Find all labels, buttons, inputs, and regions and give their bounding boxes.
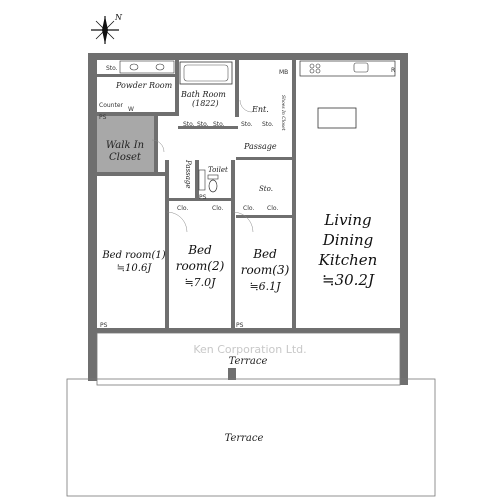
label-ldk-3: Kitchen	[318, 251, 378, 269]
tag-r: R	[391, 67, 395, 74]
watermark: Ken Corporation Ltd.	[193, 343, 306, 356]
label-ldk-2: Dining	[322, 231, 374, 249]
label-bed2-name-1: Bed	[187, 243, 212, 257]
tag-sto-6: Sto.	[262, 121, 274, 128]
tag-sto-1: Sto.	[106, 65, 118, 72]
tag-sto-3: Sto.	[197, 121, 209, 128]
label-walk-in-1: Walk In	[106, 140, 144, 151]
label-passage-2: Passage	[184, 159, 192, 189]
tag-ps-1: PS	[99, 114, 107, 121]
label-terrace-small: Terrace	[229, 356, 268, 367]
label-bed3-size: ≒6.1J	[249, 280, 281, 293]
bathtub	[179, 61, 233, 85]
label-bed2-size: ≒7.0J	[184, 276, 216, 289]
label-bed3-name-2: room(3)	[241, 263, 290, 277]
label-passage-1: Passage	[243, 142, 277, 151]
room-labels: Powder Room Bath Room (1822) Walk In Clo…	[101, 81, 377, 444]
label-sto-mid: Sto.	[259, 185, 273, 193]
outer-walls	[88, 53, 408, 385]
label-bed1-name: Bed room(1)	[101, 250, 165, 261]
label-ldk-1: Living	[323, 211, 371, 229]
tag-w: W	[128, 106, 134, 113]
tag-clo-2: Clo.	[212, 205, 223, 212]
tag-ps-4: PS	[236, 322, 244, 329]
label-bath-room: Bath Room	[180, 90, 226, 99]
door-swings	[151, 99, 254, 233]
label-shoes-closet: Shoes In Closet	[280, 95, 286, 131]
compass-label: N	[114, 13, 123, 22]
tag-ps-3: PS	[100, 322, 108, 329]
terrace-outlines	[66, 332, 436, 497]
label-powder-room: Powder Room	[115, 81, 173, 90]
walk-in-closet-area	[97, 116, 154, 174]
label-bed3-name-1: Bed	[252, 247, 277, 261]
tag-sto-5: Sto.	[241, 121, 253, 128]
tag-counter: Counter	[99, 102, 124, 109]
label-bed2-name-2: room(2)	[176, 259, 225, 273]
label-walk-in-2: Closet	[109, 152, 142, 163]
label-terrace-big: Terrace	[225, 433, 264, 444]
label-ldk-size: ≒30.2J	[322, 271, 375, 289]
powder-room-sinks	[119, 60, 175, 74]
tag-clo-3: Clo.	[243, 205, 254, 212]
compass-icon: N	[91, 13, 123, 44]
tag-clo-1: Clo.	[177, 205, 188, 212]
kitchen-fixtures	[299, 60, 396, 129]
tag-sto-2: Sto.	[183, 121, 195, 128]
tag-sto-4: Sto.	[213, 121, 225, 128]
interior-walls	[97, 60, 296, 330]
tag-ps-2: PS	[199, 194, 207, 201]
label-entrance: Ent.	[251, 105, 269, 114]
tag-clo-4: Clo.	[267, 205, 278, 212]
label-bed1-size: ≒10.6J	[117, 263, 153, 274]
label-bath-size: (1822)	[192, 99, 219, 108]
small-tags: Sto. Counter W PS Sto. Sto. Sto. Sto. St…	[99, 65, 395, 329]
tag-mb: MB	[279, 69, 288, 76]
label-toilet: Toilet	[208, 166, 228, 174]
toilet-fixture	[198, 169, 219, 193]
